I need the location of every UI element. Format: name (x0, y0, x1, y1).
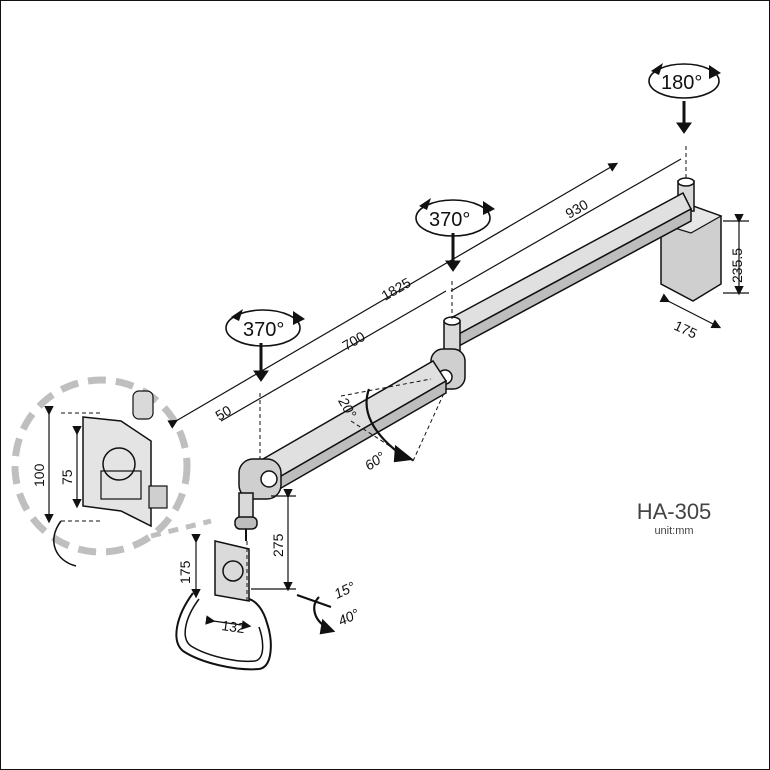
dim-upper-arm: 930 (563, 196, 591, 222)
display-holder (175, 540, 272, 671)
unit-label: unit:mm (654, 525, 694, 537)
angle-tilt-down: 40° (336, 605, 362, 629)
wall-clamp (659, 177, 723, 302)
magnified-holder (53, 390, 168, 567)
end-joint (234, 458, 282, 541)
rotation-arrowheads (231, 63, 721, 325)
angle-arcs (296, 388, 414, 635)
dim-drop-height: 275 (270, 533, 286, 557)
dim-vesa-75: 75 (59, 469, 75, 485)
angle-tilt-up: 15° (332, 578, 358, 602)
rotation-label-end: 370° (243, 319, 284, 341)
model-name: HA-305 (636, 499, 712, 524)
dimension-lines (44, 158, 749, 630)
dim-vesa-100: 100 (31, 463, 47, 487)
dim-clamp-height: 235.5 (729, 248, 745, 283)
angle-arm-down: 60° (362, 448, 389, 473)
model-block: HA-305 unit:mm (619, 499, 729, 537)
dim-holder-height: 175 (177, 560, 193, 584)
dim-clamp-depth: 175 (672, 317, 700, 341)
dim-total-reach: 1825 (379, 274, 414, 304)
rotation-label-top: 180° (661, 72, 702, 94)
rotation-ellipses (225, 63, 720, 347)
rotation-label-mid: 370° (429, 209, 470, 231)
magnifier-circle (11, 376, 191, 556)
dim-holder-width: 132 (221, 617, 247, 636)
rotation-arrows (253, 101, 692, 382)
dim-end-offset: 50 (213, 402, 235, 424)
